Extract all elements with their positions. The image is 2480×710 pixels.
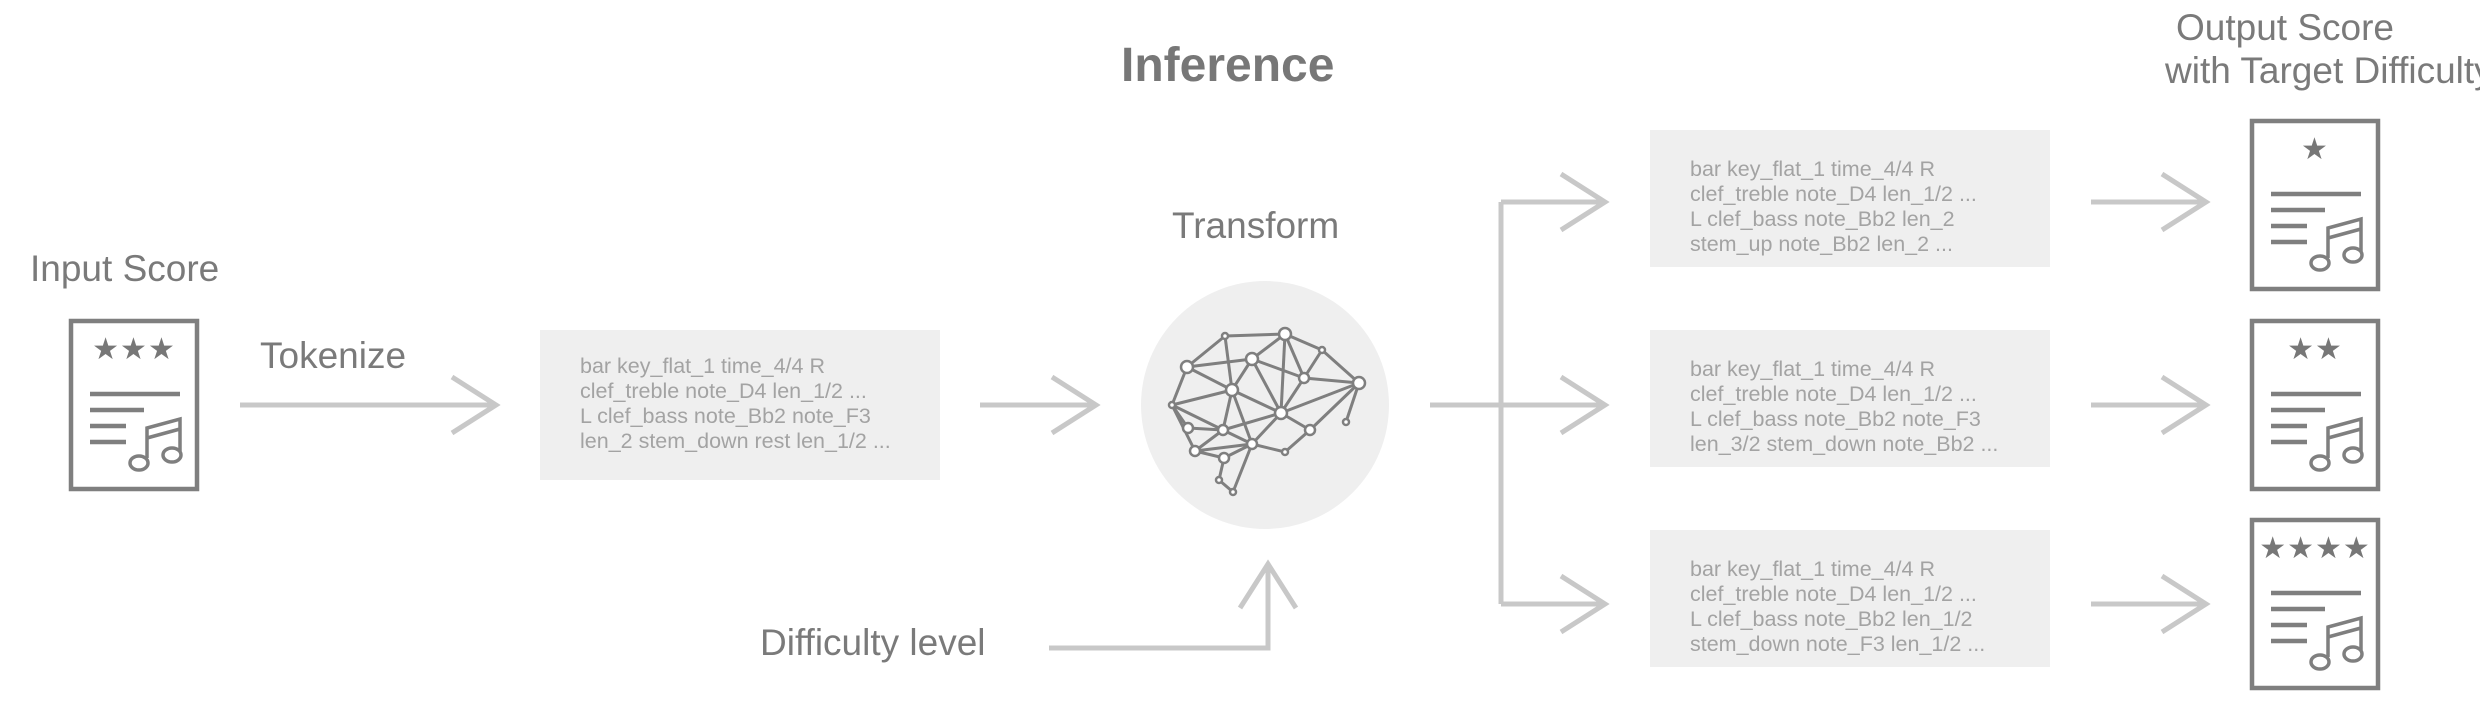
token-line: stem_down note_F3 len_1/2 ... (1690, 632, 1986, 656)
tokenize-label: Tokenize (260, 335, 407, 376)
difficulty-stars-icon: ★★★ (92, 333, 176, 366)
difficulty-stars-icon: ★★ (2287, 333, 2343, 366)
score-sheet-icon (68, 318, 200, 492)
token-line: len_3/2 stem_down note_Bb2 ... (1690, 432, 1999, 456)
music-note-icon (2309, 615, 2364, 671)
token-line: bar key_flat_1 time_4/4 R (1690, 357, 1935, 381)
token-line: clef_treble note_D4 len_1/2 ... (1690, 582, 1977, 606)
input-score-doc-icon: ★★★ (68, 318, 200, 492)
token-line: clef_treble note_D4 len_1/2 ... (1690, 182, 1977, 206)
input-token-box: bar key_flat_1 time_4/4 R clef_treble no… (540, 330, 940, 480)
token-line: L clef_bass note_Bb2 len_2 (1690, 207, 1955, 231)
token-line: stem_up note_Bb2 len_2 ... (1690, 232, 1953, 256)
music-note-icon (2309, 416, 2364, 472)
difficulty-stars-icon: ★★★★ (2259, 532, 2371, 565)
output-score-label: Output Score with Target Difficulty (2165, 7, 2480, 91)
token-line: len_2 stem_down rest len_1/2 ... (580, 429, 891, 453)
input-score-label: Input Score (30, 248, 220, 289)
token-line: clef_treble note_D4 len_1/2 ... (580, 379, 867, 403)
branch-lines (1430, 171, 1610, 635)
output-score-doc-icon-2: ★★ (2249, 318, 2381, 492)
output-token-box-2: bar key_flat_1 time_4/4 R clef_treble no… (1650, 330, 2050, 467)
page-title: Inference (1121, 39, 1335, 92)
transform-label: Transform (1172, 205, 1340, 246)
to-transform-arrow (980, 374, 1101, 436)
token-line: L clef_bass note_Bb2 note_F3 (1690, 407, 1981, 431)
difficulty-level-label: Difficulty level (760, 622, 986, 663)
score-sheet-icon (2249, 118, 2381, 292)
output-score-doc-icon-3: ★★★★ (2249, 517, 2381, 691)
token-line: bar key_flat_1 time_4/4 R (1690, 557, 1935, 581)
output-token-box-1: bar key_flat_1 time_4/4 R clef_treble no… (1650, 130, 2050, 267)
output-token-box-3: bar key_flat_1 time_4/4 R clef_treble no… (1650, 530, 2050, 667)
token-line: clef_treble note_D4 len_1/2 ... (1690, 382, 1977, 406)
music-note-icon (128, 416, 183, 472)
transform-brain-network-icon (1141, 281, 1389, 529)
difficulty-arrow (1049, 559, 1299, 651)
difficulty-stars-icon: ★ (2301, 133, 2329, 166)
token-line: bar key_flat_1 time_4/4 R (580, 354, 825, 378)
token-line: L clef_bass note_Bb2 len_1/2 (1690, 607, 1973, 631)
music-note-icon (2309, 216, 2364, 272)
output-score-doc-icon-1: ★ (2249, 118, 2381, 292)
token-line: L clef_bass note_Bb2 note_F3 (580, 404, 871, 428)
score-sheet-icon (2249, 517, 2381, 691)
tokenize-arrow (240, 374, 501, 436)
score-sheet-icon (2249, 318, 2381, 492)
output-arrows (2091, 171, 2211, 635)
token-line: bar key_flat_1 time_4/4 R (1690, 157, 1935, 181)
